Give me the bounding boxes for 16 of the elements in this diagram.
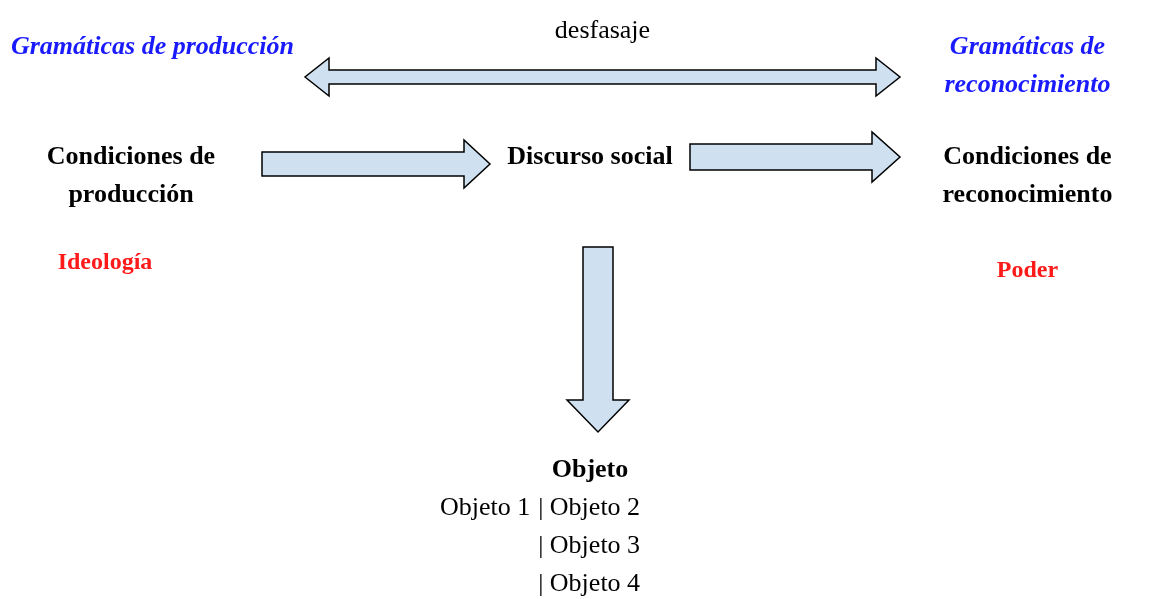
block-arrow <box>261 138 492 190</box>
node-label: Gramáticas de producción <box>10 30 295 62</box>
list-item: Objeto 1 <box>439 491 531 523</box>
list-item: | Objeto 4 <box>538 567 641 599</box>
node-label: Discurso social <box>507 140 673 172</box>
node-label: Gramáticas de reconocimiento <box>943 30 1112 100</box>
node-label: Condiciones de producción <box>45 140 217 210</box>
node-heading: Objeto <box>551 453 629 485</box>
node-caption: Ideología <box>57 247 153 276</box>
block-arrow <box>565 246 631 434</box>
block-arrow <box>303 56 902 98</box>
node-caption: Poder <box>996 255 1059 284</box>
node-label: Condiciones de reconocimiento <box>941 140 1114 210</box>
list-item: | Objeto 3 <box>538 529 641 561</box>
block-arrow <box>689 130 902 184</box>
list-item: | Objeto 2 <box>538 491 641 523</box>
